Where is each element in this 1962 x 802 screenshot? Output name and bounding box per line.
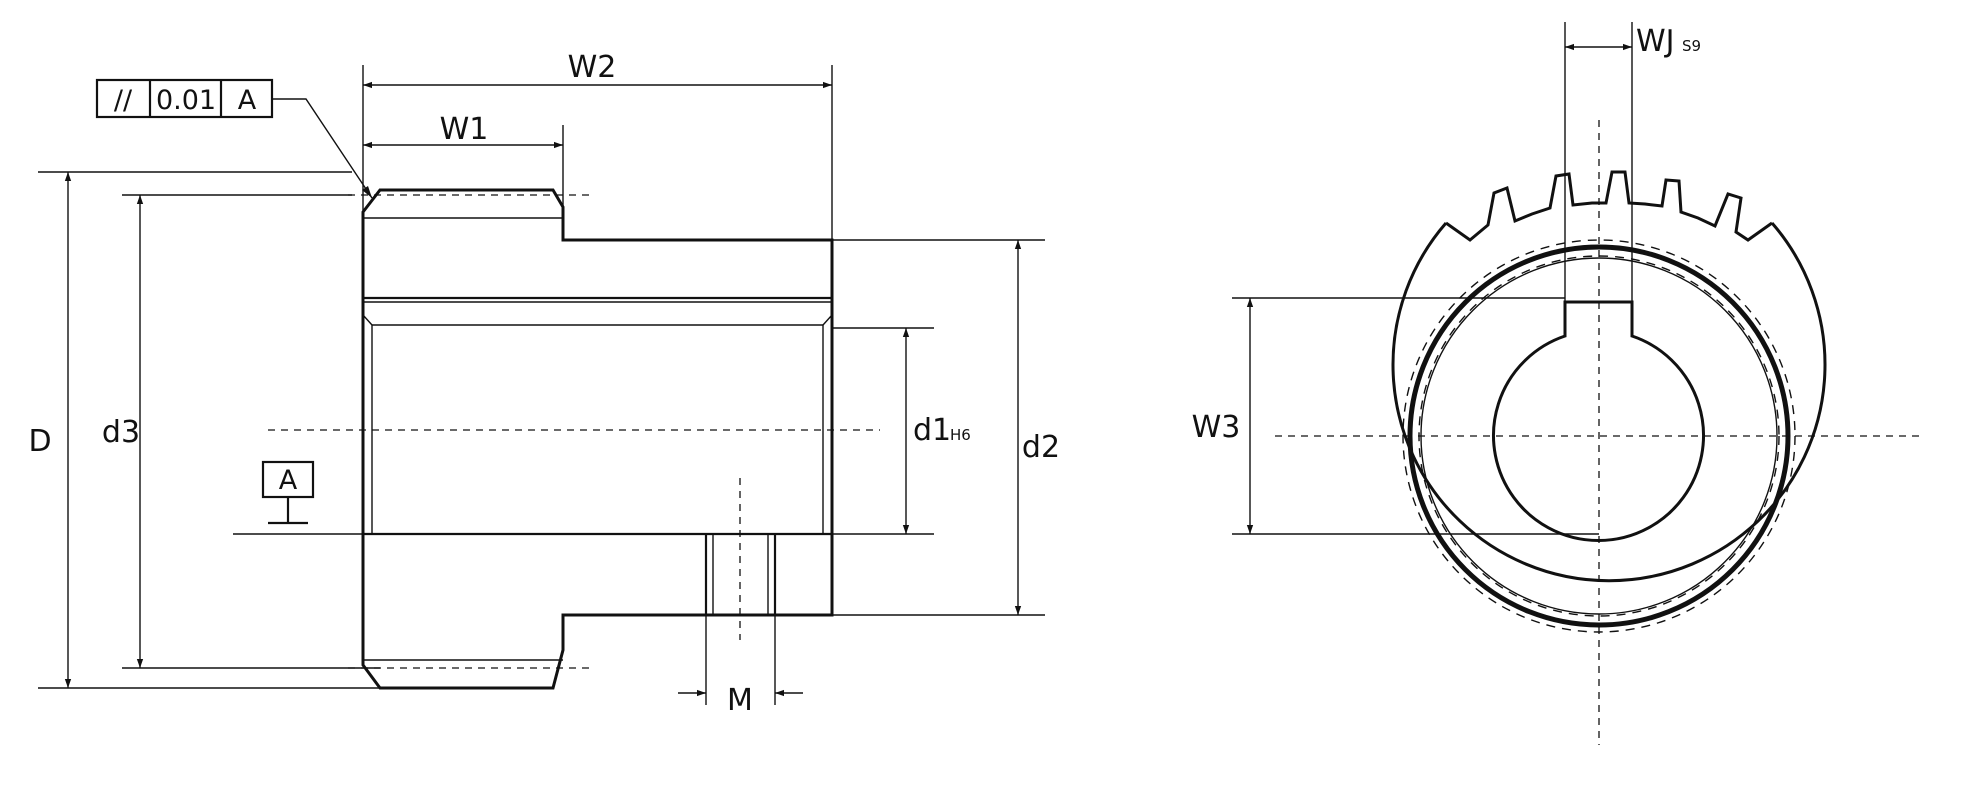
label-W3: W3 xyxy=(1192,410,1241,445)
bore-with-keyway xyxy=(1492,300,1705,543)
label-d1: d1 xyxy=(913,413,951,448)
gear-body-outline xyxy=(361,188,834,690)
set-screw-hole xyxy=(704,478,777,705)
parallelism-tolerance-frame: // 0.01 A xyxy=(95,78,373,199)
tolerance-symbol: // xyxy=(114,85,133,116)
label-W2: W2 xyxy=(568,50,617,85)
label-d1-tolerance: H6 xyxy=(950,426,971,444)
datum-label: A xyxy=(279,465,298,496)
side-view: W2 W1 D d3 d1 H6 d2 M // 0.01 A A xyxy=(28,50,1060,718)
label-D: D xyxy=(28,424,51,459)
label-WJ: WJ xyxy=(1636,24,1675,59)
gear-teeth-profile xyxy=(1445,170,1773,242)
tolerance-value: 0.01 xyxy=(156,85,216,116)
tolerance-datum: A xyxy=(238,85,257,116)
front-view: WJ S9 W3 xyxy=(1192,22,1922,745)
label-d2: d2 xyxy=(1022,430,1060,465)
gear-outer-circle xyxy=(1391,222,1827,583)
label-d3: d3 xyxy=(102,415,140,450)
datum-marker-A: A xyxy=(261,460,315,525)
label-M: M xyxy=(727,683,753,718)
label-WJ-tolerance: S9 xyxy=(1682,37,1701,55)
label-W1: W1 xyxy=(440,112,489,147)
